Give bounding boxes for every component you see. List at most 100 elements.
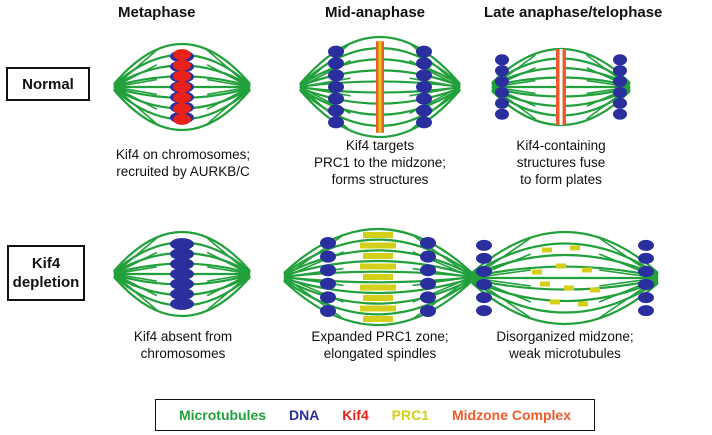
prc1-fragment [590, 287, 600, 293]
microtubule [206, 86, 251, 110]
caption-line: PRC1 to the midzone; [313, 155, 447, 170]
caption-line: weak microtubules [509, 346, 621, 361]
dna-chromosome [613, 54, 627, 66]
microtubule [283, 249, 473, 276]
dna-chromosome [170, 238, 194, 251]
caption-line: structures fuse [516, 155, 606, 170]
prc1-bar [363, 232, 393, 238]
microtubule [113, 273, 158, 297]
caption-line: forms structures [331, 172, 429, 187]
microtubule [299, 89, 461, 138]
prc1-bar [363, 253, 393, 259]
microtubule [283, 238, 473, 275]
prc1-fragment [570, 245, 580, 251]
dna-chromosome [420, 264, 436, 277]
microtubule [206, 86, 251, 125]
dna-chromosome [328, 92, 344, 105]
microtubule [206, 273, 251, 297]
legend-prc1: PRC1 [391, 407, 430, 423]
caption-line: Disorganized midzone; [496, 329, 634, 344]
dna-chromosome [638, 239, 654, 251]
microtubule [283, 277, 473, 295]
dna-chromosome [328, 57, 344, 70]
prc1-fragment [556, 263, 566, 269]
microtubule [471, 230, 659, 274]
dna-chromosome [328, 45, 344, 58]
spindle-normal-late-anaphase [491, 47, 631, 127]
dna-chromosome [495, 54, 509, 66]
dna-chromosome [170, 297, 194, 310]
dna-chromosome [495, 65, 509, 77]
dna-chromosome [613, 97, 627, 109]
microtubule [471, 282, 659, 326]
caption-line: Kif4 on chromosomes; [115, 147, 251, 162]
microtubule [113, 89, 251, 132]
prc1-bar [360, 284, 396, 291]
microtubule [283, 278, 473, 305]
row-label-depletion-line1: Kif4 [31, 255, 61, 272]
microtubule [471, 280, 659, 314]
dna-chromosome [416, 116, 432, 129]
microtubule [299, 86, 351, 97]
prc1-bar [360, 305, 396, 312]
prc1-bar [363, 316, 393, 322]
caption-depleted-late-anaphase: Disorganized midzone; weak microtubules [490, 328, 640, 362]
legend-midzone-complex: Midzone Complex [451, 407, 571, 423]
dna-chromosome [638, 305, 654, 317]
dna-chromosome [420, 305, 436, 317]
microtubule [113, 42, 251, 85]
microtubule [409, 86, 461, 97]
dna-chromosome [170, 277, 194, 290]
prc1-zone [378, 41, 382, 133]
dna-chromosome [320, 291, 336, 304]
microtubule [113, 266, 157, 275]
legend-microtubules: Microtubules [178, 407, 267, 423]
column-header-late-anaphase: Late anaphase/telophase [484, 4, 663, 21]
microtubule [206, 251, 251, 275]
microtubule [206, 64, 251, 88]
dna-chromosome [613, 86, 627, 98]
caption-line: elongated spindles [323, 346, 437, 361]
dna-chromosome [476, 292, 492, 304]
caption-line: chromosomes [140, 346, 226, 361]
caption-depleted-metaphase: Kif4 absent from chromosomes [113, 328, 253, 362]
dna-chromosome [613, 65, 627, 77]
caption-normal-mid-anaphase: Kif4 targets PRC1 to the midzone; forms … [310, 137, 450, 188]
dna-chromosome [328, 81, 344, 93]
dna-chromosome [320, 305, 336, 317]
microtubule [283, 227, 473, 274]
dna-chromosome [416, 45, 432, 58]
microtubule [207, 78, 251, 88]
dna-chromosome [476, 252, 492, 264]
row-label-kif4-depletion: Kif4 depletion [7, 245, 85, 301]
kif4-marker [173, 49, 191, 61]
dna-chromosome [476, 265, 492, 277]
caption-line: Expanded PRC1 zone; [311, 329, 449, 344]
microtubule [283, 279, 473, 316]
dna-chromosome [416, 57, 432, 70]
microtubule [113, 251, 158, 275]
kif4-marker [173, 59, 191, 71]
legend-dna: DNA [289, 407, 320, 423]
microtubule [471, 242, 659, 276]
microtubule [206, 237, 251, 275]
column-header-mid-anaphase: Mid-anaphase [325, 4, 426, 21]
caption-normal-metaphase: Kif4 on chromosomes; recruited by AURKB/… [113, 146, 253, 180]
microtubule [113, 273, 157, 282]
legend: Microtubules DNA Kif4 PRC1 Midzone Compl… [155, 399, 595, 431]
microtubule [113, 230, 251, 272]
row-label-normal: Normal [6, 67, 90, 101]
prc1-fragment [564, 285, 574, 291]
prc1-bar [363, 274, 393, 280]
microtubule [471, 253, 659, 277]
dna-chromosome [320, 264, 336, 277]
dna-chromosome [170, 268, 194, 280]
kif4-marker [173, 92, 191, 104]
prc1-fragment [582, 267, 592, 273]
dna-chromosome [638, 252, 654, 264]
prc1-bar [360, 263, 396, 270]
caption-line: recruited by AURKB/C [116, 164, 250, 179]
dna-chromosome [328, 116, 344, 129]
kif4-marker [173, 81, 191, 93]
dna-chromosome [476, 279, 492, 291]
